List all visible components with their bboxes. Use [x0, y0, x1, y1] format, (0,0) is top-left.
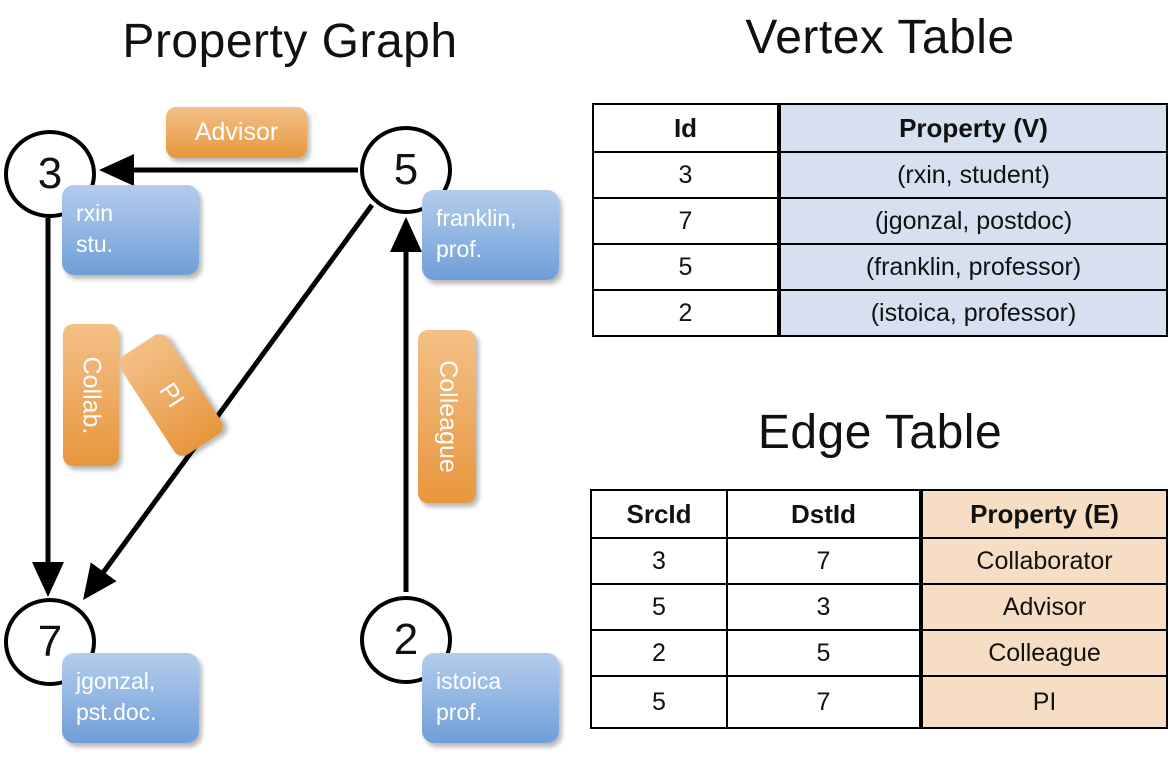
table-row: 3 (rxin, student): [592, 151, 1168, 199]
table-row: 2 (istoica, professor): [592, 289, 1168, 337]
edge-cell-srcid: 5: [590, 583, 728, 631]
edge-table: SrcId DstId Property (E) 3 7 Collaborato…: [590, 489, 1168, 729]
edge-cell-property: Colleague: [919, 629, 1168, 677]
vertex-cell-id: 2: [592, 289, 780, 337]
vertex-table-header-row: Id Property (V): [592, 103, 1168, 153]
vertex-table-header-property: Property (V): [777, 103, 1168, 153]
edge-cell-dstid: 3: [726, 583, 922, 631]
vertex-property-line-1: franklin,: [436, 205, 517, 231]
vertex-property-box-5: franklin, prof.: [422, 190, 559, 280]
property-graph-canvas: 3 5 7 2 rxin stu. franklin, prof. jgonza…: [4, 107, 559, 743]
vertex-table-header-id: Id: [592, 103, 780, 153]
edge-cell-property: PI: [919, 675, 1168, 729]
vertex-property-line-2: prof.: [436, 699, 483, 726]
page-title-edge-table: Edge Table: [757, 406, 1003, 459]
graph-node-2[interactable]: 2: [360, 596, 452, 684]
vertex-cell-property: (istoica, professor): [777, 289, 1168, 337]
edge-label-advisor: Advisor: [166, 107, 307, 158]
edge-label-colleague: Colleague: [418, 330, 476, 503]
table-row: 5 (franklin, professor): [592, 243, 1168, 291]
graph-edges-svg: [32, 154, 422, 601]
vertex-cell-property: (rxin, student): [777, 151, 1168, 199]
table-row: 7 (jgonzal, postdoc): [592, 197, 1168, 245]
edge-label-colleague-text: Colleague: [433, 360, 462, 473]
vertex-property-line-2: prof.: [436, 236, 483, 263]
graph-node-5[interactable]: 5: [360, 126, 452, 214]
table-row: 2 5 Colleague: [590, 629, 1168, 677]
vertex-cell-id: 3: [592, 151, 780, 199]
edge-label-collab: Collab.: [63, 324, 119, 466]
edge-label-pi-text: PI: [153, 377, 190, 413]
vertex-property-box-3: rxin stu.: [62, 185, 199, 275]
vertex-cell-id: 7: [592, 197, 780, 245]
edge-cell-property: Collaborator: [919, 537, 1168, 585]
edge-cell-srcid: 2: [590, 629, 728, 677]
edge-label-collab-text: Collab.: [77, 356, 106, 434]
table-row: 5 7 PI: [590, 675, 1168, 729]
edge-cell-dstid: 7: [726, 537, 922, 585]
edge-table-header-srcid: SrcId: [590, 489, 728, 539]
edge-table-header-dstid: DstId: [726, 489, 922, 539]
table-row: 5 3 Advisor: [590, 583, 1168, 631]
vertex-cell-id: 5: [592, 243, 780, 291]
edge-cell-property: Advisor: [919, 583, 1168, 631]
vertex-property-line-2: stu.: [76, 231, 114, 258]
page-title-property-graph: Property Graph: [122, 15, 458, 68]
vertex-property-line-1: jgonzal,: [76, 668, 156, 694]
edge-table-header-row: SrcId DstId Property (E): [590, 489, 1168, 539]
vertex-property-line-1: rxin: [76, 200, 114, 226]
edge-cell-srcid: 3: [590, 537, 728, 585]
edge-label-advisor-text: Advisor: [194, 118, 279, 146]
vertex-cell-property: (jgonzal, postdoc): [777, 197, 1168, 245]
vertex-property-line-1: istoica: [436, 668, 502, 694]
edge-cell-dstid: 5: [726, 629, 922, 677]
edge-cell-dstid: 7: [726, 675, 922, 729]
edge-cell-srcid: 5: [590, 675, 728, 729]
edge-table-header-property: Property (E): [919, 489, 1168, 539]
edge-5-to-7-pi: [83, 203, 375, 601]
table-row: 3 7 Collaborator: [590, 537, 1168, 585]
vertex-cell-property: (franklin, professor): [777, 243, 1168, 291]
page-title-vertex-table: Vertex Table: [745, 11, 1015, 64]
vertex-table: Id Property (V) 3 (rxin, student) 7 (jgo…: [592, 103, 1168, 337]
vertex-property-box-7: jgonzal, pst.doc.: [62, 653, 199, 743]
vertex-property-box-2: istoica prof.: [422, 653, 559, 743]
vertex-property-line-2: pst.doc.: [76, 699, 157, 726]
